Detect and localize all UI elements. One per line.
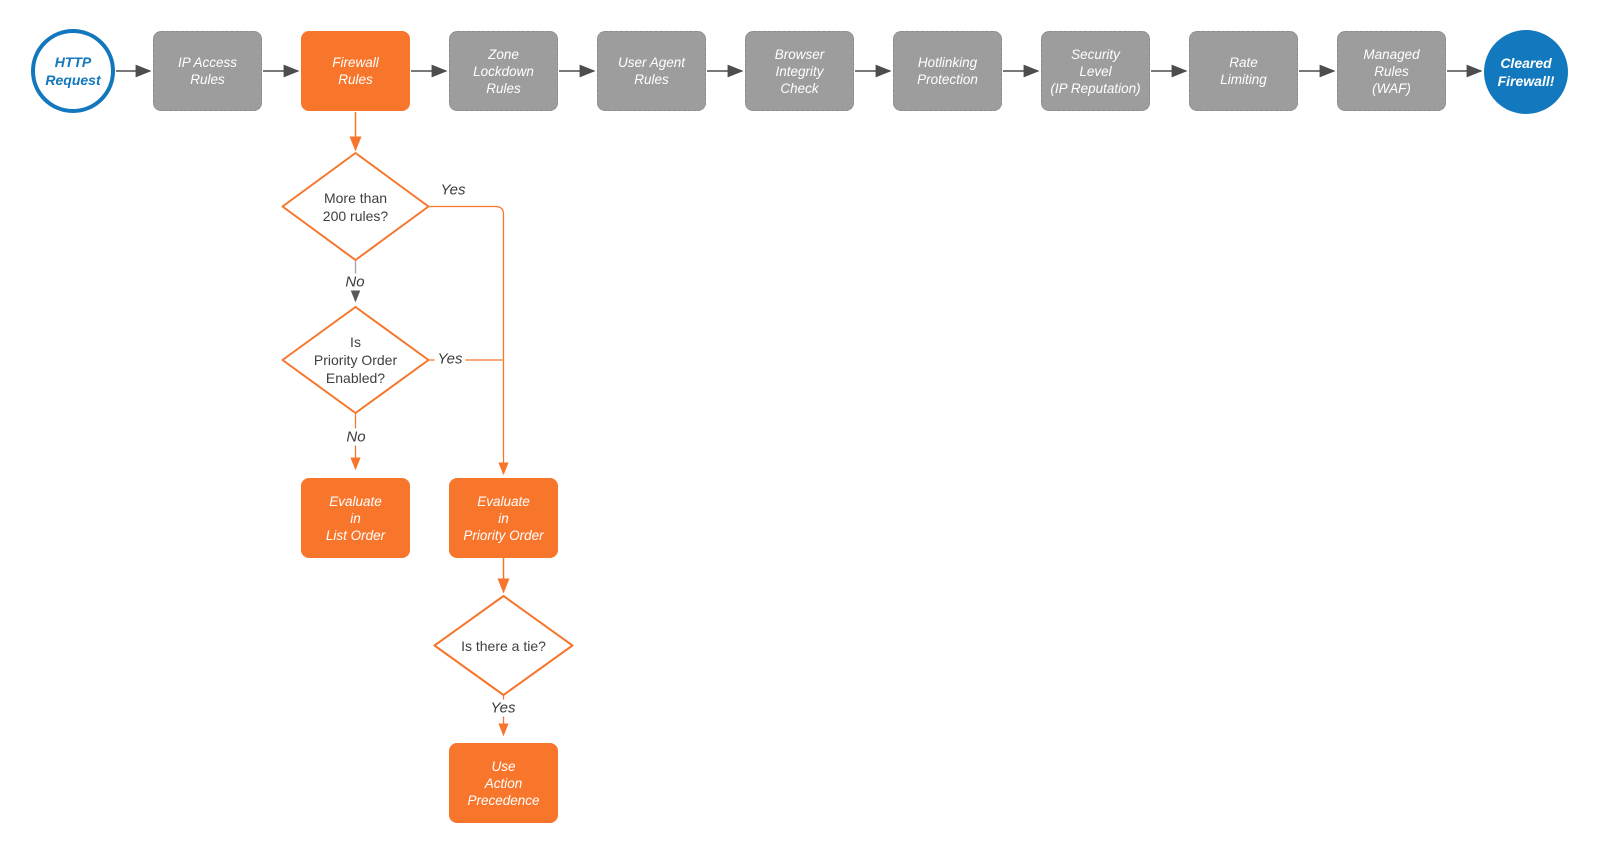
action-evaluate-in-priority-order: Evaluate in Priority Order: [449, 478, 558, 558]
decision-diamonds: [281, 152, 574, 696]
stage-ip-access-rules: IP Access Rules: [153, 31, 262, 111]
stage-hotlinking-protection: Hotlinking Protection: [893, 31, 1002, 111]
stage-user-agent-rules: User Agent Rules: [597, 31, 706, 111]
edge-label-decision2-no: No: [343, 428, 369, 446]
edge-label-decision1-yes: Yes: [437, 181, 469, 199]
action-evaluate-in-list-order: Evaluate in List Order: [301, 478, 410, 558]
edge-label-decision2-yes: Yes: [434, 350, 466, 368]
decision-priority-order-enabled-shape: [281, 306, 430, 414]
decision-more-than-200-rules-label: More than 200 rules?: [322, 189, 389, 224]
stage-browser-integrity-check: Browser Integrity Check: [745, 31, 854, 111]
stage-firewall-rules: Firewall Rules: [301, 31, 410, 111]
edge-label-decision1-no: No: [342, 273, 368, 291]
stage-security-level: Security Level (IP Reputation): [1041, 31, 1150, 111]
edge-label-decision3-yes: Yes: [487, 699, 519, 717]
decision-more-than-200-rules-shape: [281, 152, 430, 261]
stage-rate-limiting: Rate Limiting: [1189, 31, 1298, 111]
decision-is-there-a-tie-shape: [433, 595, 574, 696]
start-node-http-request: HTTP Request: [31, 29, 115, 113]
decision-is-there-a-tie-label: Is there a tie?: [461, 637, 546, 654]
decision-priority-order-enabled-label: Is Priority Order Enabled?: [313, 334, 398, 386]
stage-zone-lockdown-rules: Zone Lockdown Rules: [449, 31, 558, 111]
end-node-cleared-firewall: Cleared Firewall!: [1484, 30, 1568, 114]
action-use-action-precedence: Use Action Precedence: [449, 743, 558, 823]
stage-managed-rules-waf: Managed Rules (WAF): [1337, 31, 1446, 111]
arrow-decision1-yes-to-priority-order: [428, 205, 509, 476]
